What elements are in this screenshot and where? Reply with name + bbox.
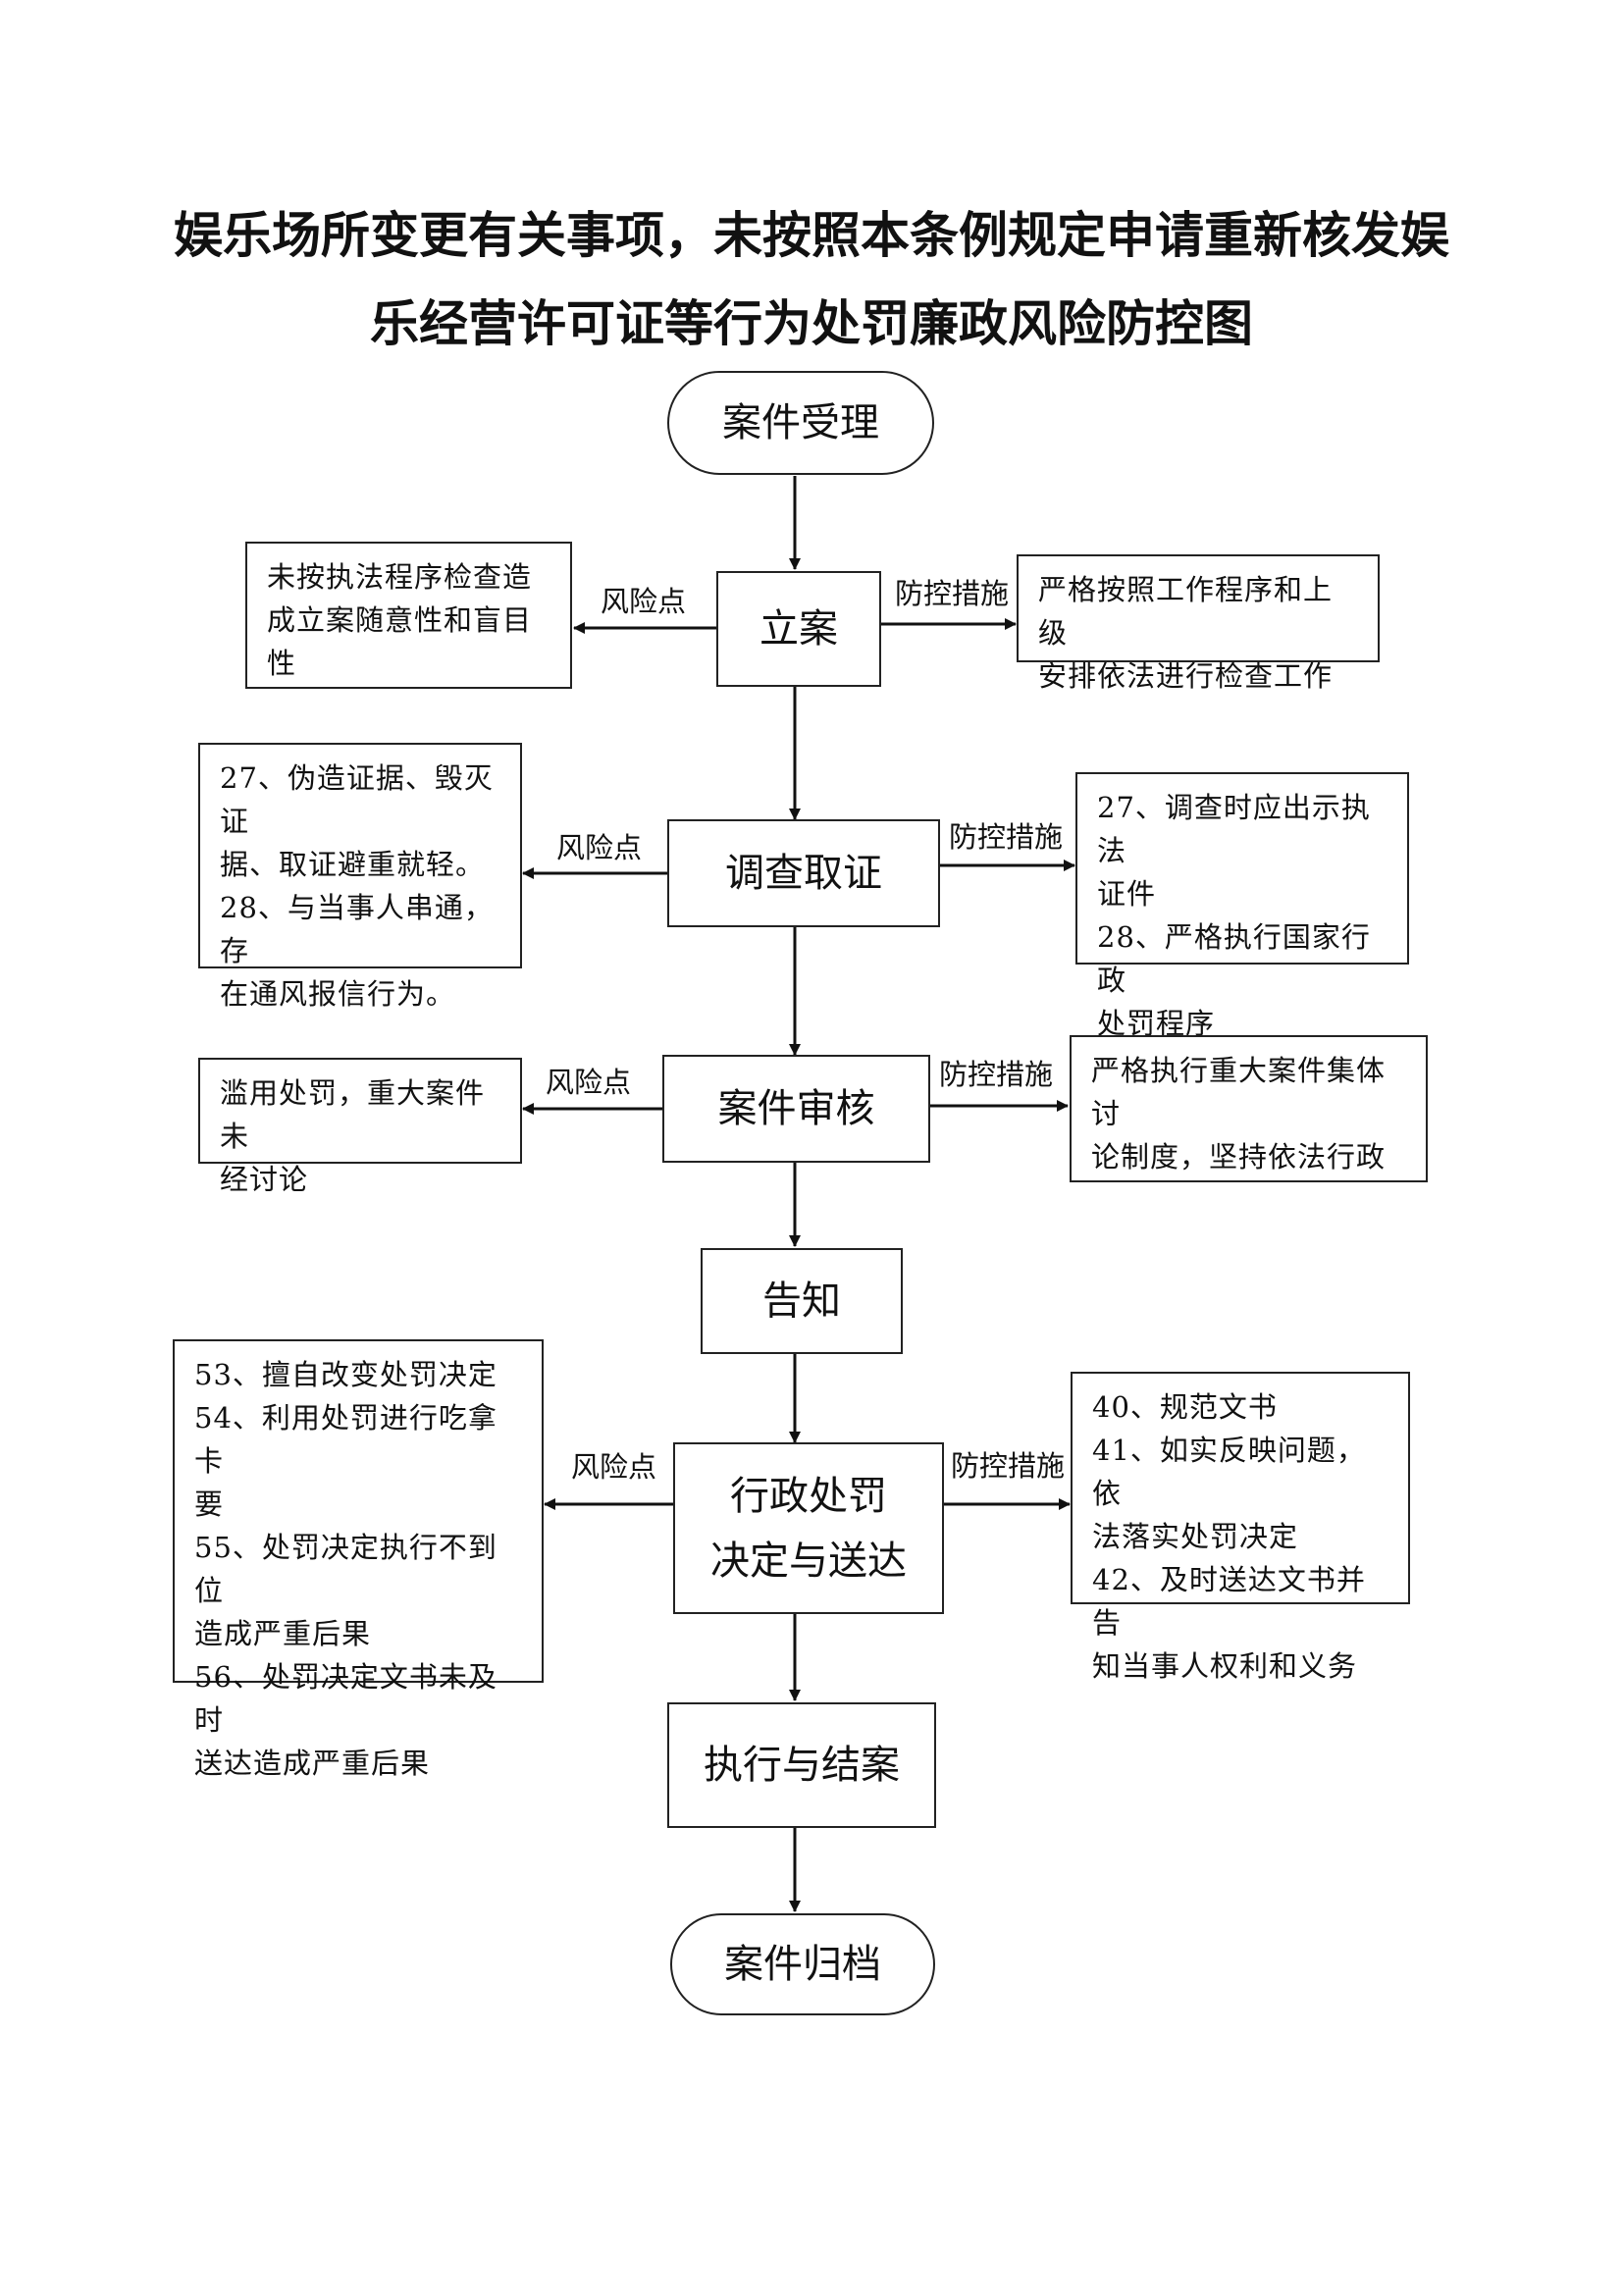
node-review: 案件审核: [662, 1055, 930, 1163]
risk-box-investigate: 27、伪造证据、毁灭证 据、取证避重就轻。 28、与当事人串通，存 在通风报信行…: [198, 743, 522, 1011]
node-investigate: 调查取证: [667, 819, 940, 927]
label-control-decision: 防控措施: [951, 1449, 1066, 1483]
node-notify: 告知: [701, 1248, 903, 1354]
label-control-review: 防控措施: [939, 1058, 1054, 1091]
risk-box-review: 滥用处罚，重大案件未 经讨论: [198, 1058, 522, 1196]
control-box-investigate: 27、调查时应出示执法 证件 28、严格执行国家行政 处罚程序: [1075, 772, 1409, 1040]
label-control-filing: 防控措施: [895, 577, 1010, 610]
node-execute: 执行与结案: [667, 1702, 936, 1828]
label-risk-filing: 风险点: [601, 585, 687, 618]
control-box-filing: 严格按照工作程序和上级 安排依法进行检查工作: [1017, 554, 1380, 693]
label-risk-investigate: 风险点: [556, 831, 643, 864]
node-case-archive: 案件归档: [670, 1913, 935, 2015]
node-filing: 立案: [716, 571, 881, 687]
risk-box-decision: 53、擅自改变处罚决定 54、利用处罚进行吃拿卡 要 55、处罚决定执行不到位 …: [173, 1339, 544, 1780]
node-decision: 行政处罚 决定与送达: [673, 1442, 944, 1614]
page-title-line-1: 娱乐场所变更有关事项，未按照本条例规定申请重新核发娱: [174, 207, 1449, 264]
control-box-review: 严格执行重大案件集体讨 论制度，坚持依法行政: [1070, 1035, 1428, 1182]
label-risk-review: 风险点: [546, 1066, 632, 1099]
control-box-decision: 40、规范文书 41、如实反映问题，依 法落实处罚决定 42、及时送达文书并告 …: [1071, 1372, 1410, 1683]
page-title-line-2: 乐经营许可证等行为处罚廉政风险防控图: [370, 295, 1253, 352]
label-control-investigate: 防控措施: [949, 820, 1064, 854]
node-case-accept: 案件受理: [667, 371, 934, 475]
risk-box-filing: 未按执法程序检查造 成立案随意性和盲目 性: [245, 542, 572, 689]
label-risk-decision: 风险点: [571, 1450, 657, 1484]
